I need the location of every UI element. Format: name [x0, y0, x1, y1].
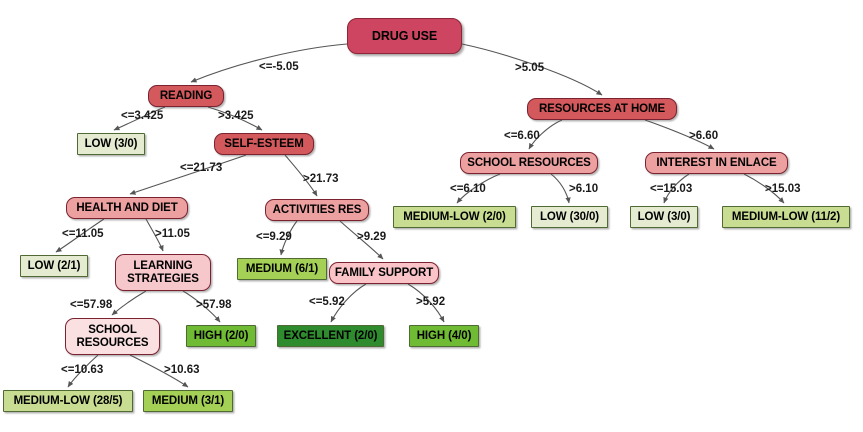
- leaf-node-leaf_low_30b[interactable]: LOW (3/0): [630, 206, 698, 228]
- tree-edge: [330, 283, 367, 323]
- edge-labels-group: <=-5.05 >5.05 <=3.425 >3.425 <=21.73 >21.73 <=…: [61, 61, 801, 376]
- leaf-node-leaf_hi_40[interactable]: HIGH (4/0): [409, 325, 479, 347]
- decision-node-familysup[interactable]: FAMILY SUPPORT: [329, 262, 439, 284]
- leaf-node-leaf_ml_112[interactable]: MEDIUM-LOW (11/2): [722, 206, 850, 228]
- tree-edge: [663, 173, 690, 204]
- leaf-node-leaf_ml_285[interactable]: MEDIUM-LOW (28/5): [3, 390, 133, 412]
- leaf-node-leaf_hi_20[interactable]: HIGH (2/0): [186, 325, 256, 347]
- edge-condition-label: >5.92: [416, 296, 445, 308]
- tree-edge: [207, 106, 263, 131]
- decision-node-interest[interactable]: INTEREST IN ENLACE: [645, 152, 788, 174]
- edge-condition-label: >10.63: [164, 364, 200, 376]
- decision-node-resathome[interactable]: RESOURCES AT HOME: [527, 98, 677, 120]
- decision-node-schoolres2[interactable]: SCHOOL RESOURCES: [65, 318, 160, 355]
- edge-condition-label: >6.60: [689, 130, 718, 142]
- edge-condition-label: >57.98: [196, 299, 232, 311]
- tree-edge: [461, 43, 603, 96]
- edge-condition-label: >21.73: [303, 173, 339, 185]
- edge-condition-label: <=6.60: [504, 130, 540, 142]
- decision-node-schoolres1[interactable]: SCHOOL RESOURCES: [460, 152, 598, 174]
- edge-condition-label: <=-5.05: [259, 61, 299, 73]
- leaf-node-leaf_exc_20[interactable]: EXCELLENT (2/0): [277, 325, 384, 347]
- leaf-node-leaf_low_21[interactable]: LOW (2/1): [20, 255, 88, 277]
- edge-condition-label: <=15.03: [650, 183, 692, 195]
- tree-edge: [111, 290, 147, 316]
- tree-edge: [644, 119, 715, 150]
- edge-condition-label: >9.29: [357, 231, 386, 243]
- tree-edge: [339, 220, 384, 260]
- decision-node-root[interactable]: DRUG USE: [347, 18, 462, 54]
- tree-edge: [129, 154, 247, 195]
- tree-edge: [145, 218, 164, 252]
- leaf-node-leaf_low_300[interactable]: LOW (30/0): [531, 206, 608, 228]
- decision-node-healthdiet[interactable]: HEALTH AND DIET: [66, 197, 188, 219]
- edge-condition-label: <=3.425: [121, 110, 164, 122]
- tree-edge: [407, 283, 445, 323]
- edge-condition-label: >5.05: [515, 62, 545, 74]
- decision-node-reading[interactable]: READING: [148, 85, 224, 107]
- tree-edge: [743, 173, 785, 204]
- decision-node-activities[interactable]: ACTIVITIES RES: [265, 199, 369, 221]
- edge-condition-label: <=6.10: [450, 183, 486, 195]
- tree-edge: [456, 173, 501, 204]
- leaf-node-leaf_med_31[interactable]: MEDIUM (3/1): [143, 390, 233, 412]
- tree-edge: [67, 354, 99, 388]
- tree-edge: [182, 290, 221, 323]
- edge-condition-label: <=57.98: [70, 299, 113, 311]
- edge-condition-label: >15.03: [765, 183, 801, 195]
- edge-condition-label: >6.10: [569, 183, 598, 195]
- tree-edge: [113, 106, 166, 131]
- decision-node-learnstrat[interactable]: LEARNING STRATEGIES: [115, 254, 211, 291]
- edges-group: [55, 43, 785, 388]
- decision-node-selfesteem[interactable]: SELF-ESTEEM: [214, 133, 314, 155]
- tree-edge: [528, 119, 563, 150]
- edge-condition-label: <=5.92: [309, 296, 345, 308]
- tree-edge: [55, 218, 105, 253]
- tree-edge: [129, 354, 189, 388]
- leaf-node-leaf_low_30[interactable]: LOW (3/0): [77, 133, 145, 155]
- edge-condition-label: <=21.73: [180, 162, 222, 174]
- tree-edge: [190, 43, 348, 83]
- edge-condition-label: >11.05: [155, 228, 190, 240]
- edge-condition-label: >3.425: [218, 110, 254, 122]
- tree-edge: [279, 220, 298, 256]
- leaf-node-leaf_ml_20[interactable]: MEDIUM-LOW (2/0): [393, 206, 516, 228]
- edge-condition-label: <=9.29: [256, 231, 292, 243]
- tree-edge: [550, 173, 571, 204]
- edge-condition-label: <=10.63: [61, 364, 103, 376]
- leaf-node-leaf_med_61[interactable]: MEDIUM (6/1): [237, 258, 327, 280]
- tree-edge: [284, 154, 318, 197]
- edge-condition-label: <=11.05: [62, 228, 104, 240]
